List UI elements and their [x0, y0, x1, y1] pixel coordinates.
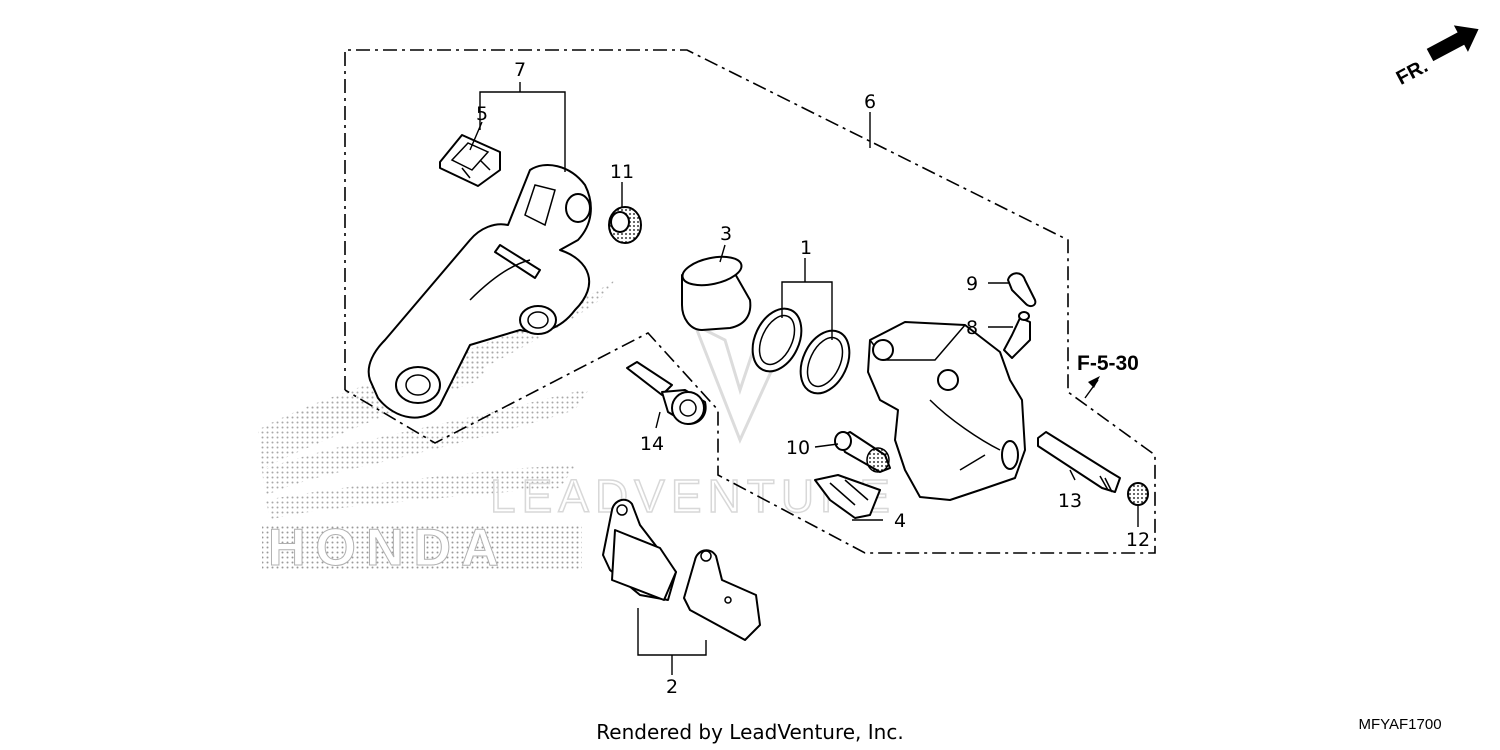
- bleeder-screw: [1003, 311, 1031, 359]
- callout-8: 8: [966, 317, 978, 339]
- callout-10: 10: [786, 437, 810, 459]
- pad-retainer-clip: [439, 134, 501, 187]
- brake-pad-set: [602, 498, 761, 641]
- rendered-by-credit: Rendered by LeadVenture, Inc.: [596, 720, 903, 744]
- honda-wordmark: HONDA: [268, 519, 509, 577]
- callout-2: 2: [666, 676, 678, 698]
- pad-pin-bolt: [626, 361, 707, 425]
- callout-9: 9: [966, 273, 978, 295]
- callout-7: 7: [514, 59, 526, 81]
- callout-6: 6: [864, 91, 876, 113]
- callout-4: 4: [894, 510, 906, 532]
- caliper-body: [867, 321, 1026, 501]
- front-direction-indicator: FR.: [1393, 25, 1479, 90]
- front-direction-label: FR.: [1393, 55, 1432, 90]
- callout-13: 13: [1058, 490, 1082, 512]
- reference-label: F-5-30: [1077, 352, 1139, 375]
- callout-14: 14: [640, 433, 664, 455]
- callout-5: 5: [476, 103, 488, 125]
- callout-1: 1: [800, 237, 812, 259]
- pad-spring: [814, 474, 881, 519]
- front-arrow-icon: [1426, 25, 1479, 62]
- caliper-bracket: [367, 164, 592, 419]
- bleeder-cap: [1007, 272, 1037, 308]
- diagram-code: MFYAF1700: [1358, 716, 1441, 733]
- callout-numbers: 7 5 11 6 3 1 9 8 10 4 14 13 12 2: [476, 59, 1150, 698]
- dust-cap-bolt: [608, 206, 642, 244]
- piston-seal-set: [751, 307, 851, 395]
- leader-lines: [469, 82, 1139, 675]
- caliper-piston: [681, 255, 752, 331]
- callout-3: 3: [720, 223, 732, 245]
- honda-logo-watermark: HONDA: [262, 519, 582, 578]
- pin-plug: [1127, 482, 1149, 506]
- callout-12: 12: [1126, 529, 1150, 551]
- bracket-assembly-outline: [344, 49, 1156, 554]
- callout-11: 11: [610, 161, 634, 183]
- slide-pin-boot: [834, 431, 891, 473]
- slide-pin: [1037, 431, 1121, 493]
